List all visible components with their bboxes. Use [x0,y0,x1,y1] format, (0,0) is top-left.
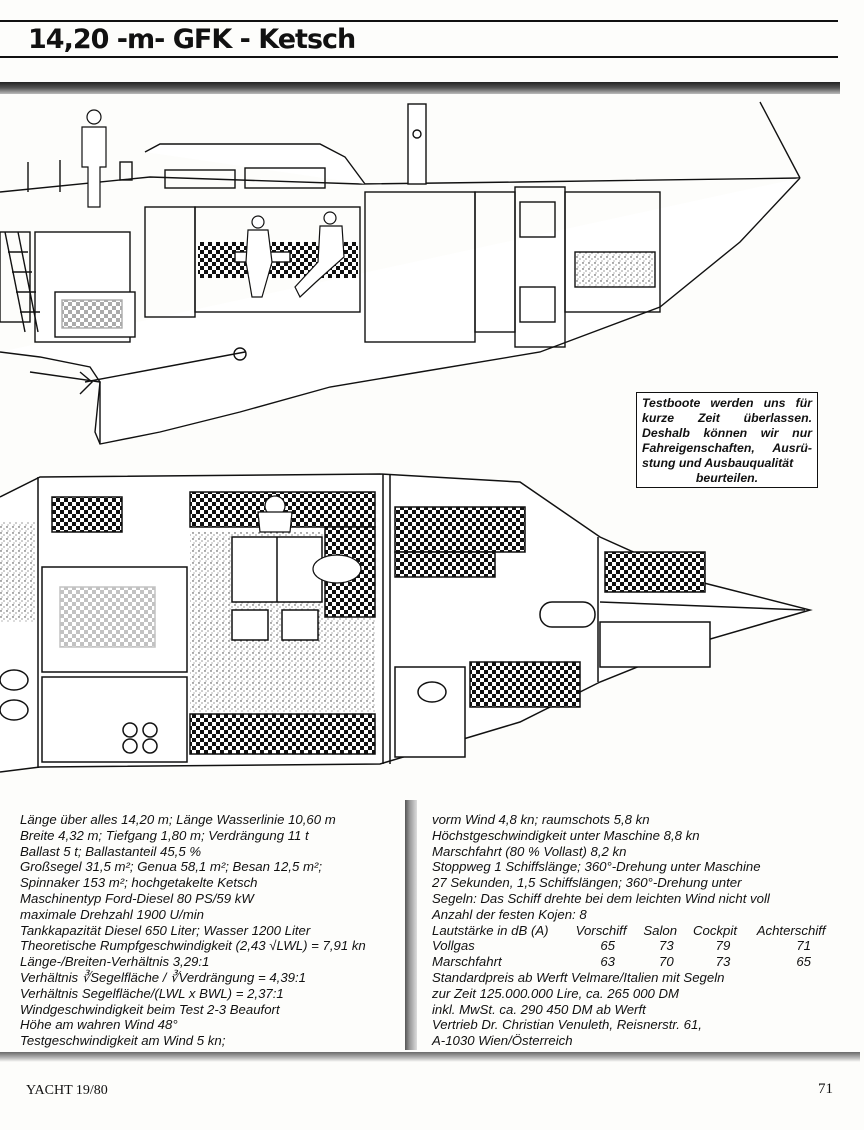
spec-line: Höhe am wahren Wind 48° [20,1017,178,1033]
spec-line: Tankkapazität Diesel 650 Liter; Wasser 1… [20,922,311,938]
spec-line: A-1030 Wien/Österreich [432,1033,573,1049]
sound-cell: 73 [659,938,674,954]
spec-line: zur Zeit 125.000.000 Lire, ca. 265 000 D… [432,985,680,1001]
top-shade-band [0,82,840,94]
plan-view [0,473,813,773]
sound-table-header: Lautstärke in dB (A) Vorschiff Salon Coc… [432,923,836,939]
spec-line: Breite 4,32 m; Tiefgang 1,80 m; Verdräng… [20,827,309,843]
sound-header-cell: Cockpit [693,922,737,938]
bottom-shadow [0,1052,860,1062]
spec-line: Höchstgeschwindigkeit unter Maschine 8,8… [432,827,700,843]
spec-line: Länge über alles 14,20 m; Länge Wasserli… [20,812,336,827]
spec-line: Marschfahrt (80 % Vollast) 8,2 kn [432,843,627,859]
note-line: stung und Ausbauqualität [642,456,794,470]
crew-figures [81,109,345,298]
spec-line: vorm Wind 4,8 kn; raumschots 5,8 kn [432,812,650,827]
spec-line: Länge-/Breiten-Verhältnis 3,29:1 [20,954,210,970]
plan-figures [257,495,362,584]
top-rule [0,20,838,22]
note-line: Fahreigenschaften, Ausrü- [642,441,812,455]
note-line: kurze Zeit überlassen. [642,411,812,425]
sound-cell: 71 [796,938,812,954]
sound-header-cell: Salon [643,922,678,938]
sound-cell: 79 [715,938,731,954]
spec-line: Maschinentyp Ford-Diesel 80 PS/59 kW [20,890,254,906]
sound-cell: Marschfahrt [432,954,502,970]
spec-line: 27 Sekunden, 1,5 Schiffslängen; 360°-Dre… [432,875,742,891]
column-shadow [405,800,417,1050]
spec-line: Testgeschwindigkeit am Wind 5 kn; [20,1033,226,1049]
spec-line: Spinnaker 153 m²; hochgetakelte Ketsch [20,875,258,891]
sound-table-row: Marschfahrt 63 70 73 65 [432,954,836,970]
spec-line: inkl. MwSt. ca. 290 450 DM ab Werft [432,1001,646,1017]
spec-line: Segeln: Das Schiff drehte bei dem leicht… [432,890,770,906]
spec-line: Standardpreis ab Werft Velmare/Italien m… [432,969,725,985]
yacht-plan-drawing [0,82,840,773]
sound-cell: Vollgas [432,938,475,954]
spec-line: Verhältnis Segelfläche/(LWL x BWL) = 2,3… [20,985,284,1001]
spec-line: Windgeschwindigkeit beim Test 2-3 Beaufo… [20,1001,280,1017]
sound-header-cell: Lautstärke in dB (A) [432,922,549,938]
spec-line: Verhältnis ∛Segelfläche / ∛Verdrängung =… [20,969,306,985]
spec-line: Stoppweg 1 Schiffslänge; 360°-Drehung un… [432,859,761,875]
spec-line: maximale Drehzahl 1900 U/min [20,906,204,922]
sound-header-cell: Vorschiff [575,922,627,938]
sound-cell: 65 [796,954,812,970]
sound-cell: 70 [659,954,674,970]
note-line: beurteilen. [695,471,759,485]
sound-table-row: Vollgas 65 73 79 71 [432,938,836,954]
sound-cell: 65 [600,938,615,954]
sound-cell: 63 [600,954,615,970]
spec-line: Anzahl der festen Kojen: 8 [432,906,587,922]
specs-right-column: vorm Wind 4,8 kn; raumschots 5,8 kn Höch… [432,812,836,1049]
specs-left-column: Länge über alles 14,20 m; Länge Wasserli… [20,812,405,1049]
title-rule [0,56,838,58]
spec-line: Theoretische Rumpfgeschwindigkeit (2,43 … [20,938,366,954]
spec-line: Ballast 5 t; Ballastanteil 45,5 % [20,843,202,859]
sound-cell: 73 [715,954,731,970]
spec-line: Vertrieb Dr. Christian Venuleth, Reisner… [432,1017,702,1033]
page-title: 14,20 -m- GFK - Ketsch [28,24,356,55]
note-line: Deshalb können wir nur [642,426,812,440]
test-boat-note: Testboote werden uns für kurze Zeit über… [636,392,818,488]
spec-line: Großsegel 31,5 m²; Genua 58,1 m²; Besan … [20,859,322,875]
magazine-issue: YACHT 19/80 [26,1083,108,1098]
sound-header-cell: Achterschiff [756,922,826,938]
page-number: 71 [818,1081,833,1097]
note-line: Testboote werden uns für [642,396,812,410]
